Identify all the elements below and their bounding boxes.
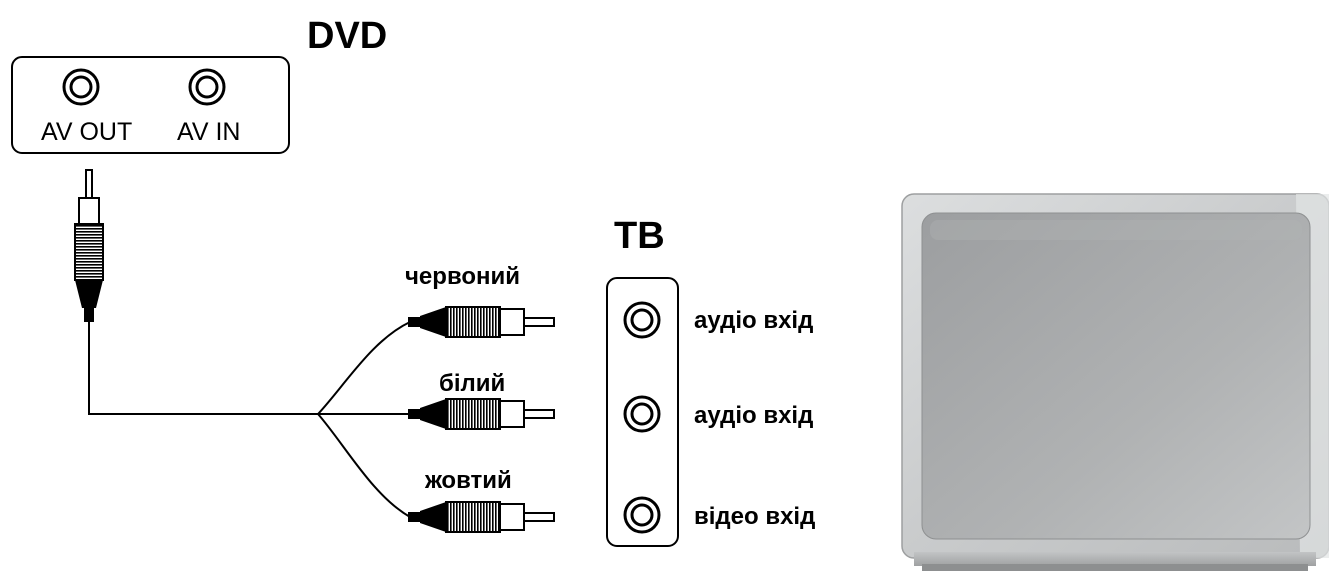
rca-plug-red-icon	[408, 306, 555, 338]
rca-plug-yellow-icon	[408, 501, 555, 533]
dvd-section: DVD AV OUT AV IN	[11, 15, 387, 154]
av-out-jack-icon	[62, 68, 100, 106]
tv-audio-jack-2-icon	[623, 395, 661, 433]
plug-label-red: червоний	[405, 263, 520, 290]
tv-section: ТВ аудіо вхід аудіо вхід відео вхід	[606, 215, 815, 547]
tv-title: ТВ	[614, 215, 665, 257]
plug-label-white: білий	[439, 370, 505, 397]
television-icon	[901, 193, 1329, 571]
av-cable	[88, 321, 411, 518]
av-in-jack-icon	[188, 68, 226, 106]
tv-audio-jack-1-icon	[623, 301, 661, 339]
tv-input-label-1: аудіо вхід	[694, 307, 813, 334]
av-in-label: AV IN	[177, 118, 240, 146]
dvd-title: DVD	[307, 15, 387, 57]
tv-input-label-3: відео вхід	[694, 503, 815, 530]
tv-video-jack-icon	[623, 496, 661, 534]
av-plug-icon	[74, 169, 104, 322]
av-out-label: AV OUT	[41, 118, 132, 146]
rca-plug-white-icon	[408, 398, 555, 430]
plug-label-yellow: жовтий	[424, 467, 512, 494]
tv-input-label-2: аудіо вхід	[694, 402, 813, 429]
